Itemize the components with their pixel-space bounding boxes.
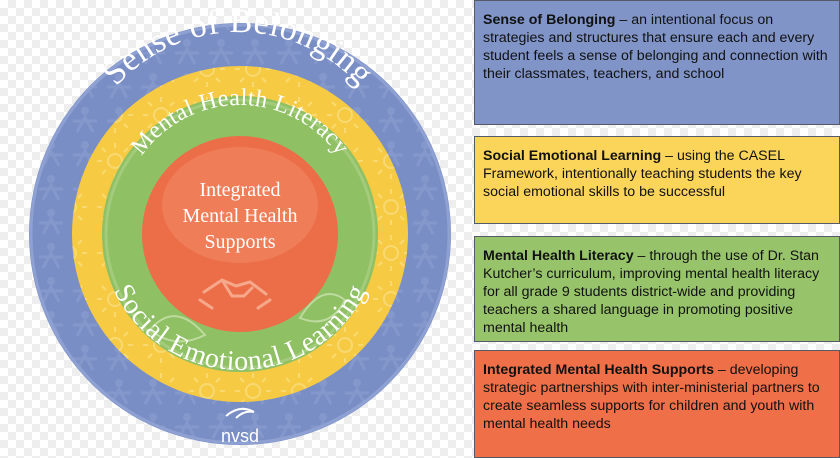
label-core-line-2: Mental Health xyxy=(183,205,298,227)
leaf-accent xyxy=(104,98,376,370)
label-core-line-1: Integrated xyxy=(199,179,280,201)
belonging-heading: Sense of Belonging xyxy=(483,12,616,28)
mhl-text: – through the use of Dr. Stan Kutcher’s … xyxy=(483,248,820,336)
imhs-heading: Integrated Mental Health Supports xyxy=(483,362,714,378)
nvsd-logo-text: nvsd xyxy=(221,426,259,446)
description-panel: Sense of Belonging – an intentional focu… xyxy=(474,0,840,458)
imhs-description-box: Integrated Mental Health Supports – deve… xyxy=(474,350,840,458)
belonging-description-box: Sense of Belonging – an intentional focu… xyxy=(474,0,840,125)
sel-text: – using the CASEL Framework, intentional… xyxy=(483,148,802,200)
mhl-heading: Mental Health Literacy xyxy=(483,248,634,264)
handshake-icon xyxy=(198,278,272,310)
imhs-text: – developing strategic partnerships with… xyxy=(483,362,820,432)
concentric-circles-diagram: Sense of Belonging Social Emotional Lear… xyxy=(29,23,451,446)
nvsd-logo: nvsd xyxy=(221,407,259,446)
label-core-line-3: Supports xyxy=(204,231,275,253)
outer-ring-border xyxy=(29,23,451,445)
core-glow xyxy=(162,147,318,263)
sel-heading: Social Emotional Learning xyxy=(483,148,662,164)
leaf-icons xyxy=(148,293,347,343)
diagram-svg: Sense of Belonging Social Emotional Lear… xyxy=(29,23,451,446)
sel-description-box: Social Emotional Learning – using the CA… xyxy=(474,136,840,224)
nvsd-logo-mark xyxy=(225,407,255,419)
belonging-text: – an intentional focus on strategies and… xyxy=(483,12,828,82)
mhl-description-box: Mental Health Literacy – through the use… xyxy=(474,236,840,342)
